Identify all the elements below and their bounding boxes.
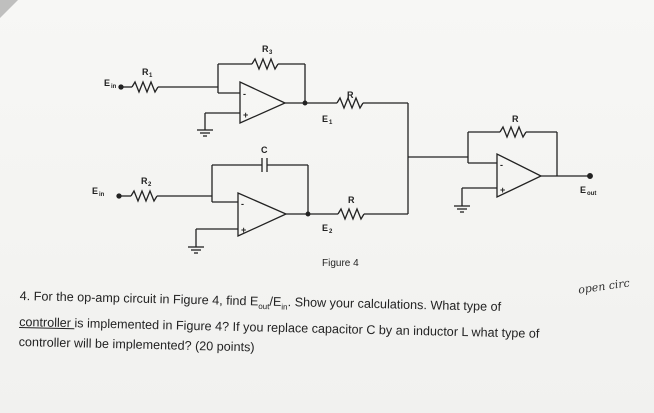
- page-corner-shadow: [0, 0, 18, 18]
- label-ein-top: E: [104, 78, 110, 88]
- label-r2: R: [141, 176, 148, 186]
- label-r1-sub: 1: [149, 73, 153, 79]
- q-line1-part-b: . Show your calculations. What type of: [287, 295, 502, 314]
- question-text: 4. For the op-amp circuit in Figure 4, f…: [19, 286, 652, 366]
- opamp-1: [239, 80, 287, 125]
- label-eout-sub: out: [587, 191, 596, 197]
- circuit-diagram: E in R 1 R 3 - + R E 1 E in R 2 C - + R …: [92, 44, 596, 269]
- label-opamp3-minus: -: [500, 160, 503, 170]
- resistor-r-feedback: [499, 125, 527, 139]
- label-r-top: R: [347, 90, 354, 100]
- label-ein-top-sub: in: [111, 84, 117, 90]
- q-sub-out: out: [258, 301, 270, 312]
- label-r-feedback: R: [512, 114, 519, 124]
- figure-caption: Figure 4: [322, 258, 359, 269]
- resistor-r3: [251, 57, 279, 71]
- label-ein-bottom: E: [92, 186, 98, 196]
- label-opamp2-minus: -: [241, 199, 244, 209]
- label-opamp1-plus: +: [243, 110, 248, 120]
- label-e1-sub: 1: [329, 120, 333, 126]
- label-r1: R: [142, 67, 149, 77]
- eout-node: [587, 173, 593, 179]
- label-e1: E: [322, 114, 328, 124]
- label-r-bottom: R: [348, 195, 355, 205]
- label-opamp1-minus: -: [243, 89, 246, 99]
- label-e2-sub: 2: [329, 229, 333, 235]
- label-e2: E: [322, 223, 328, 233]
- label-opamp3-plus: +: [500, 185, 505, 195]
- label-opamp2-plus: +: [241, 225, 246, 235]
- opamp-3: [496, 152, 543, 199]
- resistor-r2: [130, 189, 158, 203]
- resistor-r-bottom: [337, 207, 365, 221]
- label-ein-bottom-sub: in: [99, 192, 105, 198]
- opamp-2: [237, 192, 288, 238]
- label-r3-sub: 3: [269, 50, 273, 56]
- q-line1-mid: /E: [269, 294, 282, 309]
- resistor-r1: [131, 80, 159, 94]
- resistor-r-top: [336, 96, 364, 110]
- q-underlined-word: controller: [19, 314, 75, 330]
- q-line1-part-a: 4. For the op-amp circuit in Figure 4, f…: [19, 288, 259, 309]
- label-r2-sub: 2: [148, 182, 152, 188]
- label-capacitor-c: C: [261, 145, 268, 155]
- label-eout: E: [580, 185, 586, 195]
- label-r3: R: [262, 44, 269, 54]
